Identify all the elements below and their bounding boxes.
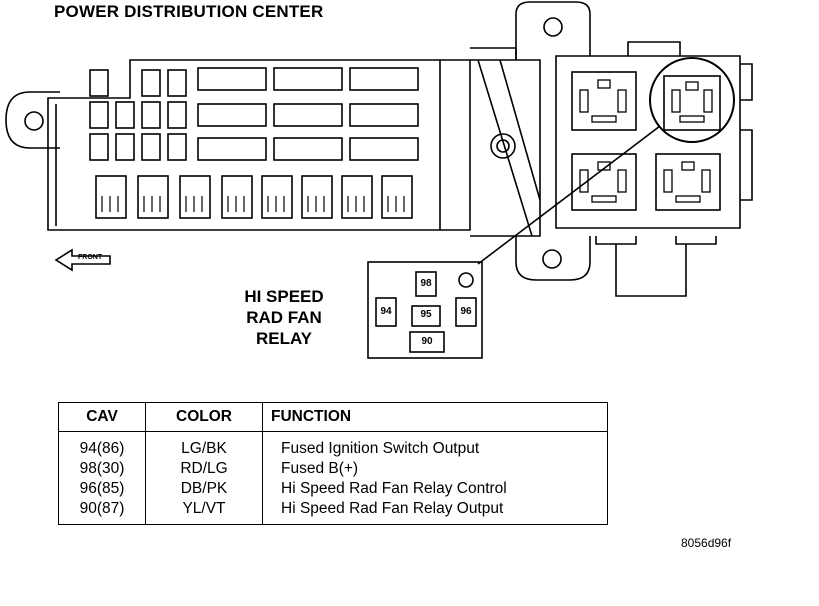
relay-label-line-1: HI SPEED xyxy=(244,287,324,306)
pin-98-label: 98 xyxy=(420,278,432,289)
cell-function: Hi Speed Rad Fan Relay Control xyxy=(262,479,608,499)
table-row: 94(86) LG/BK Fused Ignition Switch Outpu… xyxy=(58,431,608,459)
cell-color: LG/BK xyxy=(145,431,263,459)
cell-cav: 98(30) xyxy=(58,459,146,479)
relay-label-line-2: RAD FAN xyxy=(246,308,322,327)
pin-90-outline xyxy=(409,331,445,353)
pin-95-label: 95 xyxy=(420,309,432,320)
figure-id: 8056d96f xyxy=(681,536,732,550)
pin-98-outline xyxy=(415,271,437,297)
cell-cav: 94(86) xyxy=(58,431,146,459)
cell-function: Fused B(+) xyxy=(262,459,608,479)
cell-color: RD/LG xyxy=(145,459,263,479)
table-row: 98(30) RD/LG Fused B(+) xyxy=(58,459,608,479)
cell-color: YL/VT xyxy=(145,499,263,525)
cell-color: DB/PK xyxy=(145,479,263,499)
diagram-title: POWER DISTRIBUTION CENTER xyxy=(54,2,324,21)
mini-fuse-column-1 xyxy=(89,69,187,161)
power-distribution-center-drawing xyxy=(5,1,753,359)
header-cav: CAV xyxy=(58,402,146,432)
pin-96-label: 96 xyxy=(460,306,472,317)
pin-90-label: 90 xyxy=(421,336,433,347)
table-row: 90(87) YL/VT Hi Speed Rad Fan Relay Outp… xyxy=(58,499,608,525)
front-label: FRONT xyxy=(78,254,103,261)
table-row: 96(85) DB/PK Hi Speed Rad Fan Relay Cont… xyxy=(58,479,608,499)
cell-function: Fused Ignition Switch Output xyxy=(262,431,608,459)
relay-label: HI SPEED RAD FAN RELAY xyxy=(218,286,350,349)
pin-94-label: 94 xyxy=(380,306,392,317)
pin-95-outline xyxy=(411,305,441,327)
front-arrow-icon xyxy=(54,248,111,272)
header-function: FUNCTION xyxy=(262,402,608,432)
pin-94-outline xyxy=(375,297,397,327)
cell-function: Hi Speed Rad Fan Relay Output xyxy=(262,499,608,525)
maxi-fuse-row xyxy=(197,67,419,161)
pin-96-outline xyxy=(455,297,477,327)
connector-row xyxy=(95,175,413,219)
header-color: COLOR xyxy=(145,402,263,432)
cavity-function-table: CAV COLOR FUNCTION 94(86) LG/BK Fused Ig… xyxy=(58,402,608,525)
table-header-row: CAV COLOR FUNCTION xyxy=(58,402,608,432)
relay-label-line-3: RELAY xyxy=(255,329,313,348)
cell-cav: 90(87) xyxy=(58,499,146,525)
cell-cav: 96(85) xyxy=(58,479,146,499)
